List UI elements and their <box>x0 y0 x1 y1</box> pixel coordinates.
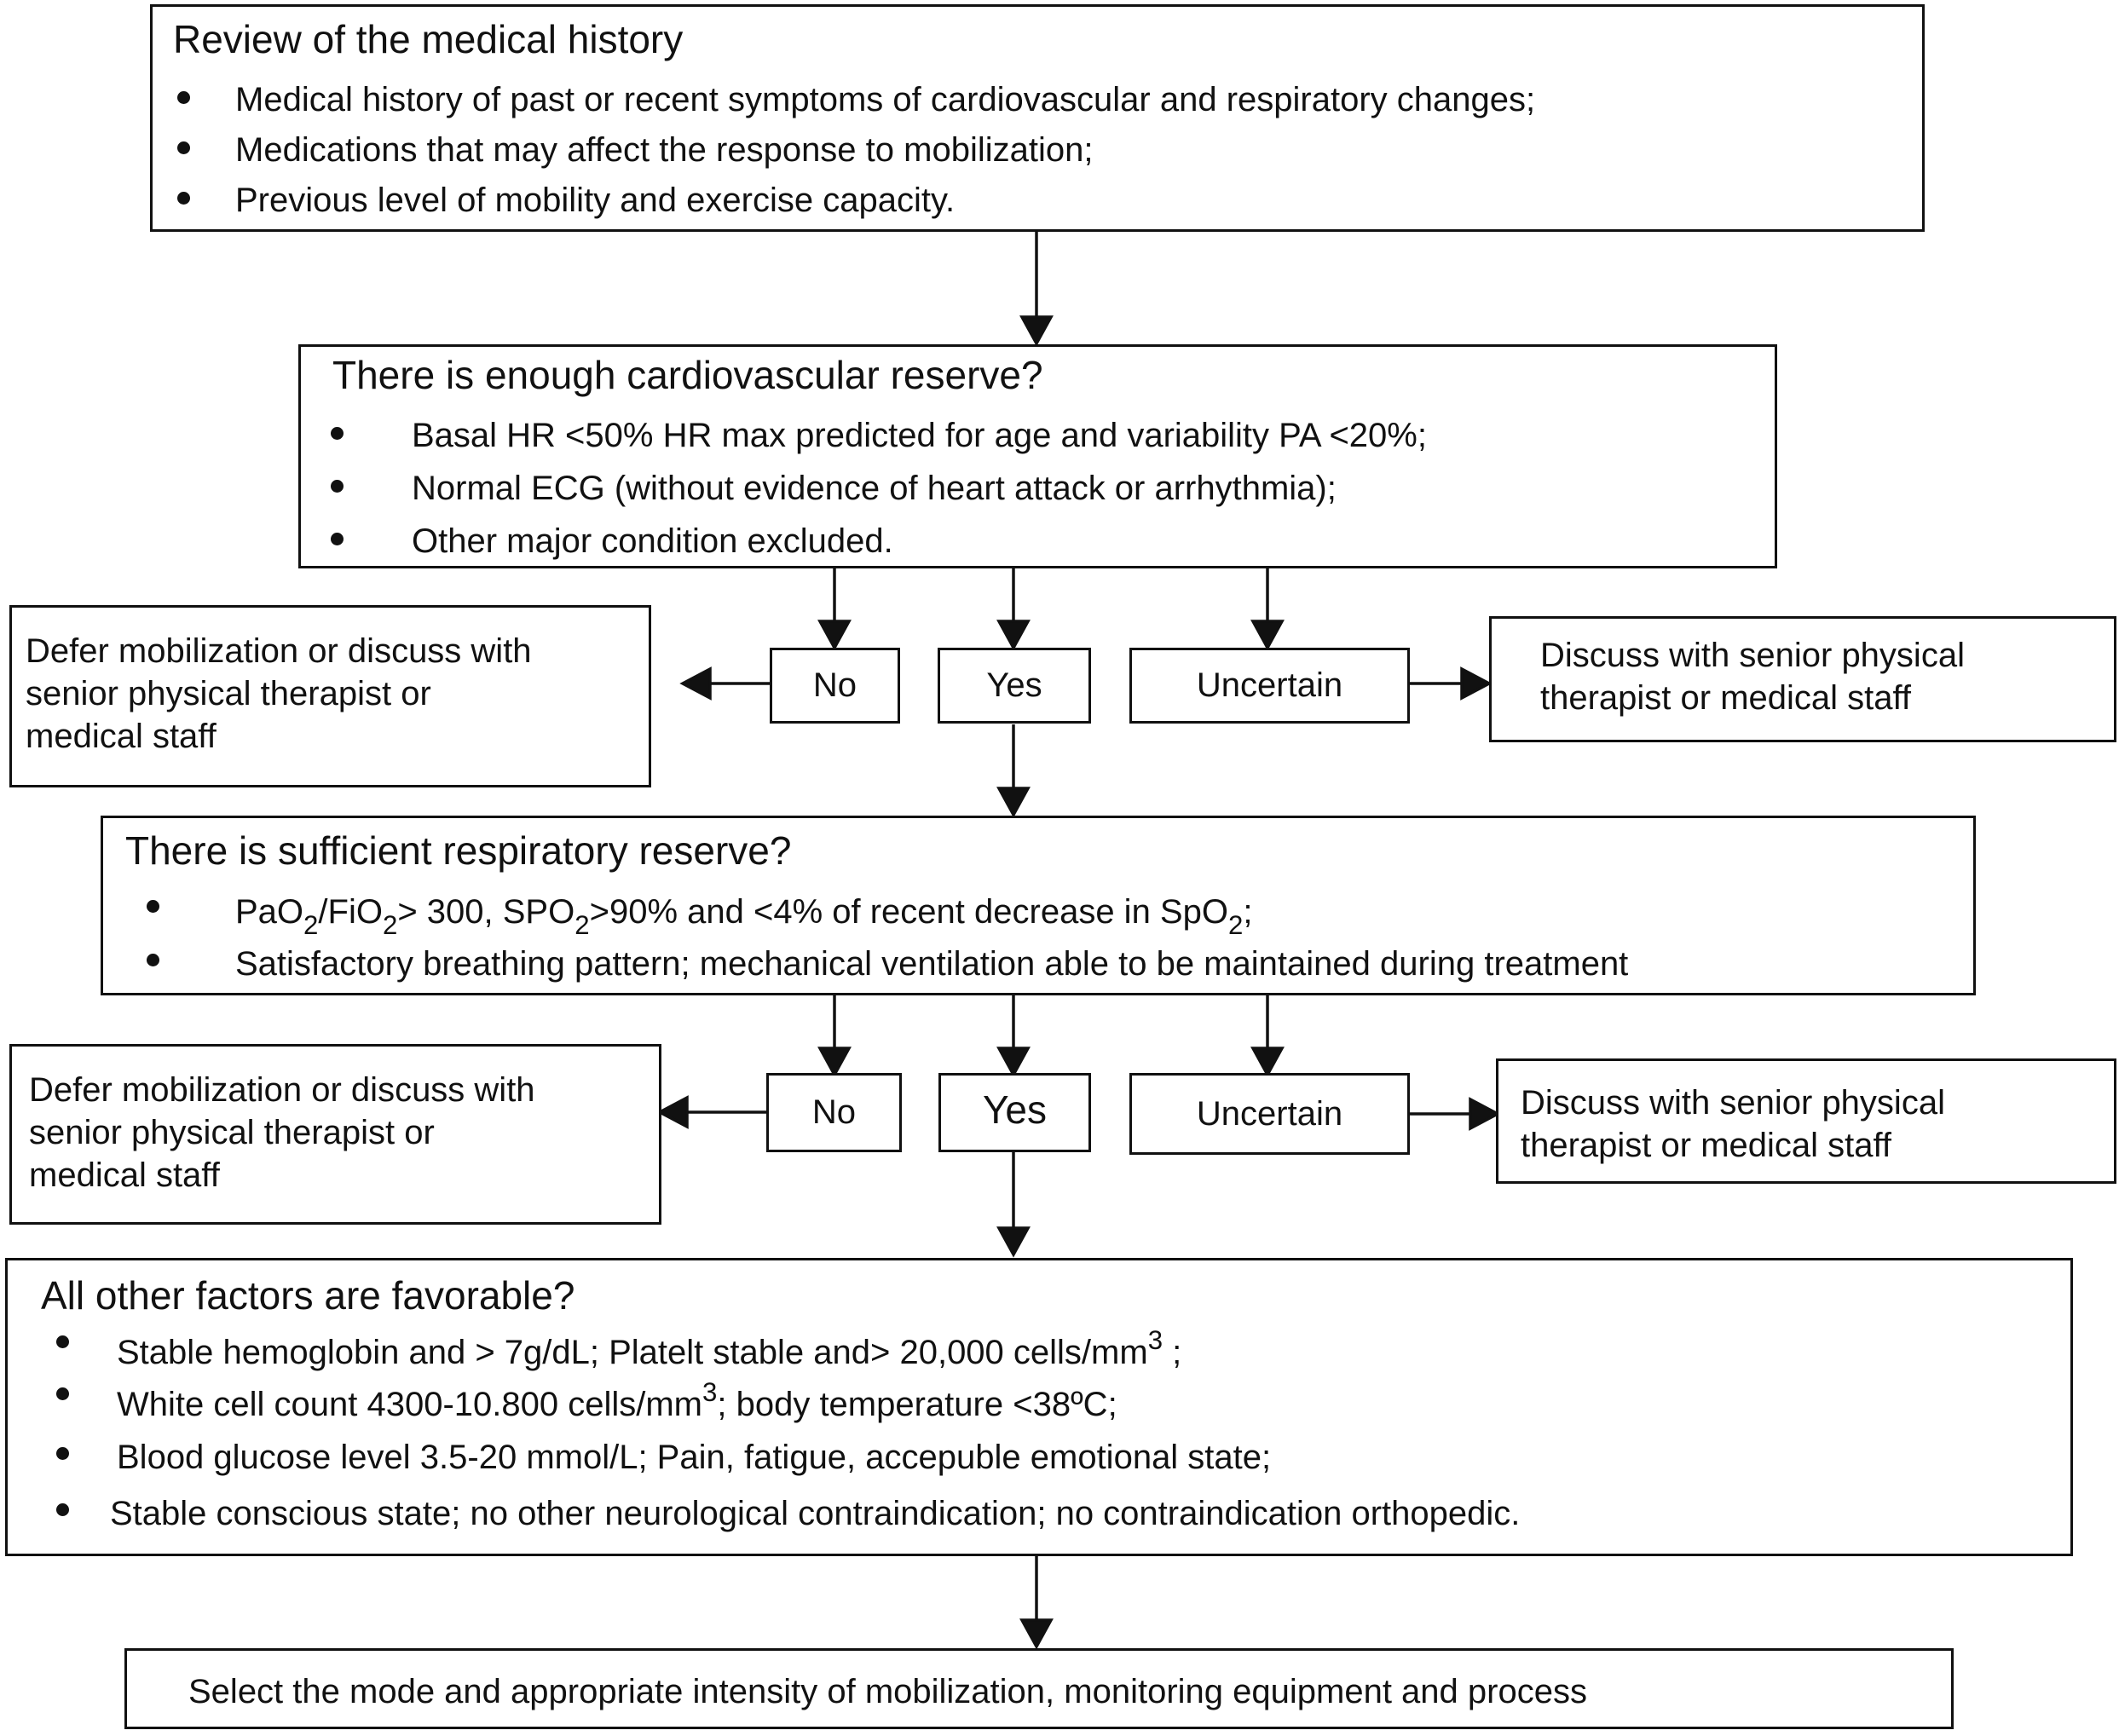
medical-history-bullet-1: Medical history of past or recent sympto… <box>177 83 1535 117</box>
option-uncertain-2: Uncertain <box>1129 1073 1410 1155</box>
medical-history-bullet-2: Medications that may affect the response… <box>177 133 1093 167</box>
defer-mobilization-box-2: Defer mobilization or discuss with senio… <box>9 1044 661 1225</box>
respiratory-reserve-box <box>101 816 1976 995</box>
bullet-dot <box>177 91 190 104</box>
option-no-1: No <box>770 648 900 724</box>
bullet-dot <box>56 1447 69 1460</box>
other-factors-title: All other factors are favorable? <box>41 1273 575 1318</box>
medical-history-title: Review of the medical history <box>173 17 684 61</box>
select-mode-box <box>124 1648 1954 1729</box>
discuss-senior-box-2: Discuss with senior physical therapist o… <box>1496 1058 2116 1184</box>
other-factors-box <box>5 1258 2073 1556</box>
discuss-text-line-1: Discuss with senior physical <box>1540 637 1965 674</box>
factors-bullet-1: Stable hemoglobin and > 7g/dL; Platelt s… <box>56 1327 1181 1370</box>
option-no-2: No <box>766 1073 902 1152</box>
bullet-dot <box>147 954 159 966</box>
option-yes-1: Yes <box>938 648 1091 724</box>
discuss-text-line-1: Discuss with senior physical <box>1521 1084 1945 1122</box>
defer-text-line-1: Defer mobilization or discuss with <box>26 632 532 670</box>
discuss-senior-box-1: Discuss with senior physical therapist o… <box>1489 616 2116 742</box>
bullet-dot <box>147 900 159 913</box>
respiratory-bullet-1: PaO2/FiO2> 300, SPO2>90% and <4% of rece… <box>147 895 1252 938</box>
option-uncertain-1: Uncertain <box>1129 648 1410 724</box>
defer-text-line-3: medical staff <box>29 1156 220 1194</box>
cardiovascular-bullet-3: Other major condition excluded. <box>331 524 893 558</box>
bullet-dot <box>56 1387 69 1400</box>
discuss-text-line-2: therapist or medical staff <box>1540 679 1912 717</box>
defer-text-line-2: senior physical therapist or <box>26 675 431 712</box>
cardiovascular-bullet-2: Normal ECG (without evidence of heart at… <box>331 471 1337 505</box>
medical-history-box <box>150 4 1925 232</box>
factors-bullet-3: Blood glucose level 3.5-20 mmol/L; Pain,… <box>56 1440 1271 1474</box>
bullet-dot <box>56 1335 69 1348</box>
respiratory-reserve-title: There is sufficient respiratory reserve? <box>125 828 792 873</box>
cardiovascular-reserve-box <box>298 344 1777 568</box>
bullet-dot <box>177 141 190 154</box>
defer-text-line-1: Defer mobilization or discuss with <box>29 1071 535 1109</box>
bullet-dot <box>331 533 344 545</box>
defer-mobilization-box-1: Defer mobilization or discuss with senio… <box>9 605 651 787</box>
bullet-dot <box>177 192 190 205</box>
defer-text-line-3: medical staff <box>26 718 217 755</box>
bullet-dot <box>331 427 344 440</box>
cardiovascular-bullet-1: Basal HR <50% HR max predicted for age a… <box>331 418 1427 453</box>
respiratory-bullet-2: Satisfactory breathing pattern; mechanic… <box>147 947 1628 981</box>
factors-bullet-4: Stable conscious state; no other neurolo… <box>56 1497 1520 1531</box>
defer-text-line-2: senior physical therapist or <box>29 1114 435 1151</box>
cardiovascular-reserve-title: There is enough cardiovascular reserve? <box>332 353 1043 397</box>
factors-bullet-2: White cell count 4300-10.800 cells/mm3; … <box>56 1379 1117 1422</box>
select-mode-text: Select the mode and appropriate intensit… <box>188 1673 1587 1710</box>
bullet-dot <box>331 480 344 493</box>
discuss-text-line-2: therapist or medical staff <box>1521 1127 1892 1164</box>
option-yes-2: Yes <box>938 1073 1091 1152</box>
medical-history-bullet-3: Previous level of mobility and exercise … <box>177 183 955 217</box>
bullet-dot <box>56 1503 69 1516</box>
